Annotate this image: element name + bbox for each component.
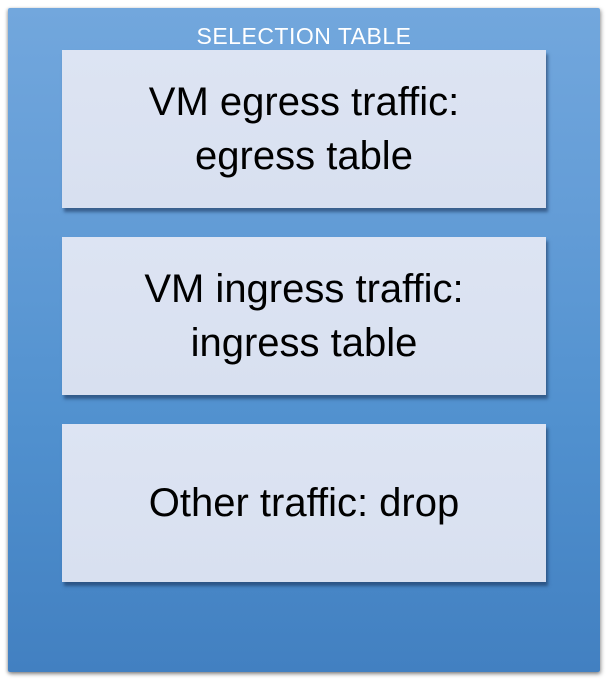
- rule-box-vm-ingress: VM ingress traffic: ingress table: [62, 237, 546, 395]
- rule-box-vm-egress-label: VM egress traffic: egress table: [148, 80, 460, 178]
- selection-table-panel: SELECTION TABLE VM egress traffic: egres…: [8, 8, 600, 672]
- rule-box-vm-egress: VM egress traffic: egress table: [62, 50, 546, 208]
- rule-box-other-traffic-label: Other traffic: drop: [148, 481, 460, 525]
- rule-box-other-traffic: Other traffic: drop: [62, 424, 546, 582]
- panel-title: SELECTION TABLE: [196, 23, 412, 49]
- rule-box-vm-ingress-label: VM ingress traffic: ingress table: [144, 267, 464, 365]
